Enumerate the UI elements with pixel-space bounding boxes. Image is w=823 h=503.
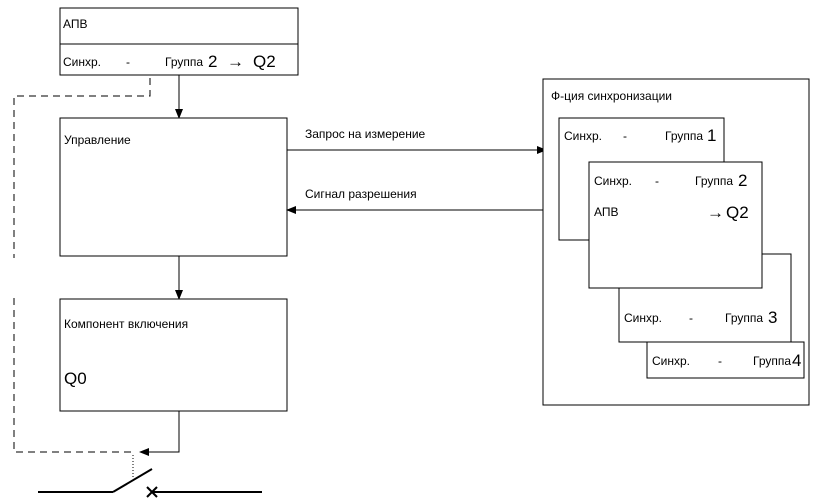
apv-box: АПВ Синхр. - Группа 2 → Q2	[59, 7, 299, 76]
card3-sync-label: Синхр.	[624, 311, 662, 325]
apv-group-number: 2	[208, 52, 217, 71]
sync-card-group-4: Синхр. - Группа 4	[646, 341, 805, 379]
card4-sync-label: Синхр.	[652, 354, 690, 368]
card4-dash: -	[718, 354, 722, 368]
connector-closing-to-breaker	[139, 411, 180, 456]
card1-group-label: Группа	[665, 129, 703, 143]
request-label: Запрос на измерение	[305, 127, 426, 141]
dashed-feedback-lower	[13, 298, 132, 453]
apv-target: Q2	[253, 52, 276, 71]
card3-dash: -	[689, 311, 693, 325]
apv-arrow-symbol: →	[227, 52, 244, 71]
card1-dash: -	[623, 129, 627, 143]
control-box: Управление	[59, 117, 288, 257]
card2-arrow-symbol: →	[707, 203, 724, 222]
card1-sync-label: Синхр.	[564, 129, 602, 143]
apv-dash: -	[126, 55, 130, 69]
apv-sync-label: Синхр.	[63, 55, 101, 69]
card3-group-number: 3	[768, 308, 777, 327]
card2-apv-label: АПВ	[594, 205, 619, 219]
card4-group-label: Группа	[753, 354, 791, 368]
card2-group-number: 2	[738, 171, 747, 190]
card2-group-label: Группа	[695, 174, 733, 188]
card4-group-number: 4	[792, 351, 801, 370]
control-title: Управление	[64, 133, 131, 147]
card3-group-label: Группа	[725, 311, 763, 325]
card2-target: Q2	[726, 203, 749, 222]
card2-sync-label: Синхр.	[594, 174, 632, 188]
permit-label: Сигнал разрешения	[305, 187, 417, 201]
dashed-feedback-upper	[13, 78, 151, 258]
card2-dash: -	[655, 174, 659, 188]
apv-title: АПВ	[63, 17, 88, 31]
apv-group-label: Группа	[165, 55, 203, 69]
closing-component-box: Компонент включения Q0	[59, 298, 288, 412]
closing-target: Q0	[64, 369, 87, 388]
breaker-icon	[38, 468, 262, 498]
closing-title: Компонент включения	[64, 317, 188, 331]
sync-card-group-2: Синхр. - Группа 2 АПВ → Q2	[588, 161, 763, 289]
sync-function-title: Ф-ция синхронизации	[551, 89, 672, 103]
card1-group-number: 1	[707, 126, 716, 145]
